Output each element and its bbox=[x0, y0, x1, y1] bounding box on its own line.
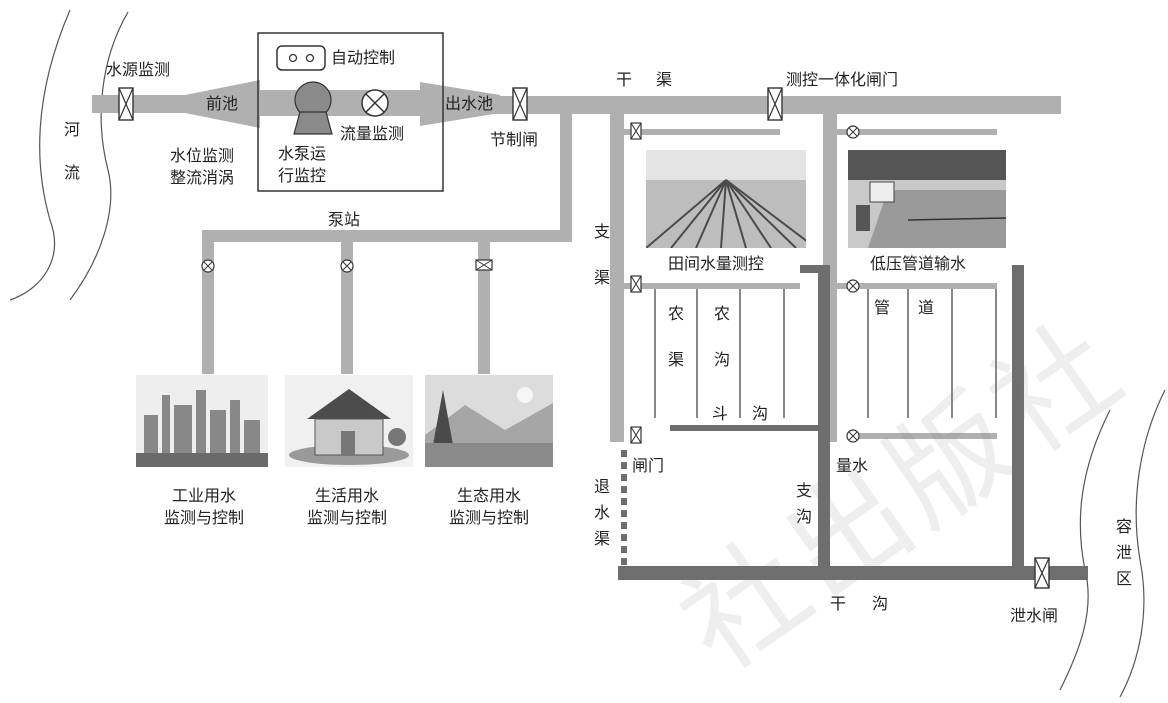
main-ditch-label-2: 沟 bbox=[872, 594, 889, 613]
gate-label: 闸门 bbox=[632, 456, 665, 475]
pipe-label-2: 道 bbox=[918, 298, 935, 317]
intake-channel bbox=[92, 95, 190, 113]
farm-canal-label-2: 渠 bbox=[668, 350, 685, 369]
valve-mid-right bbox=[846, 279, 860, 293]
branch-ditch-horizontal-top bbox=[800, 265, 828, 273]
lateral-pipe-bottom-right bbox=[857, 433, 997, 439]
domestic-valve-icon bbox=[340, 259, 354, 273]
retention-area-label: 容泄区 bbox=[1113, 518, 1132, 596]
integrated-gate-icon bbox=[767, 87, 783, 121]
flow-monitor-label: 流量监测 bbox=[340, 124, 405, 143]
pump-station-box bbox=[257, 32, 444, 192]
domestic-label-1: 生活用水 bbox=[314, 486, 379, 505]
river-bank-right-outer bbox=[1119, 389, 1166, 697]
branch-gate-top-left bbox=[630, 122, 642, 140]
return-canal-label: 退水渠 bbox=[591, 478, 610, 556]
branch-ditch-label: 支沟 bbox=[793, 482, 812, 534]
measure-water-label: 量水 bbox=[836, 456, 869, 475]
drain-gate-icon bbox=[1034, 557, 1050, 589]
branch-canal-label-1: 支 bbox=[594, 222, 611, 241]
farm-ditch-label-2: 沟 bbox=[714, 350, 731, 369]
outlet-pool-label: 出水池 bbox=[445, 94, 494, 113]
domestic-photo bbox=[285, 375, 413, 467]
ecological-label-1: 生态用水 bbox=[456, 486, 521, 505]
branch-canal-label-2: 渠 bbox=[594, 268, 611, 287]
distribution-pipe-vertical bbox=[560, 112, 572, 240]
ecological-pipe bbox=[478, 236, 490, 374]
pipe-feed-right bbox=[837, 283, 997, 289]
field-top-outlet-2 bbox=[837, 129, 997, 135]
farm-canal-label-1: 农 bbox=[668, 304, 685, 323]
low-pressure-pipe-photo bbox=[848, 150, 1006, 248]
valve-lower-right bbox=[846, 429, 860, 443]
river-label-1: 河 bbox=[64, 120, 81, 139]
forebay-label: 前池 bbox=[206, 94, 239, 113]
field-crop-photo bbox=[646, 150, 806, 248]
pump-icon bbox=[293, 81, 333, 135]
outlet-taper bbox=[420, 82, 500, 126]
industrial-pipe bbox=[202, 236, 214, 374]
industrial-label-1: 工业用水 bbox=[171, 486, 236, 505]
field-measure-label: 田间水量测控 bbox=[668, 254, 765, 273]
river-bank-left-inner bbox=[69, 11, 129, 301]
main-ditch bbox=[618, 566, 1088, 580]
field-top-outlet-1 bbox=[624, 129, 780, 135]
lateral-ditch-label-1: 斗 bbox=[712, 404, 729, 423]
regulating-gate-icon bbox=[512, 87, 528, 121]
pump-monitor-label-2: 行监控 bbox=[278, 166, 327, 185]
integrated-gate-label: 测控一体化闸门 bbox=[786, 70, 899, 89]
river-bank-left-outer bbox=[9, 9, 71, 301]
water-source-monitor-label: 水源监测 bbox=[106, 60, 171, 79]
branch-ditch-vertical bbox=[818, 265, 830, 577]
domestic-pipe bbox=[341, 236, 353, 374]
flow-straighten-label: 整流消涡 bbox=[170, 168, 235, 187]
ecological-label-2: 监测与控制 bbox=[448, 508, 529, 527]
regulating-gate-label: 节制闸 bbox=[490, 130, 539, 149]
industrial-label-2: 监测与控制 bbox=[163, 508, 244, 527]
distribution-pipe-horizontal bbox=[202, 230, 572, 242]
pump-station-label: 泵站 bbox=[328, 210, 361, 229]
lateral-ditch-label-2: 沟 bbox=[752, 404, 769, 423]
auto-control-label: 自动控制 bbox=[331, 48, 396, 67]
ecological-photo bbox=[425, 375, 553, 467]
pump-monitor-label-1: 水泵运 bbox=[278, 144, 327, 163]
flow-meter-icon bbox=[361, 89, 389, 117]
forebay-taper bbox=[185, 80, 260, 128]
pump-station-channel bbox=[255, 90, 435, 116]
main-ditch-label-1: 干 bbox=[830, 594, 847, 613]
drain-gate-label: 泄水闸 bbox=[1010, 606, 1059, 625]
ecological-gate-icon bbox=[475, 259, 493, 271]
industrial-photo bbox=[136, 375, 268, 467]
water-source-gate-icon bbox=[118, 87, 134, 121]
river-label-2: 流 bbox=[64, 163, 81, 182]
main-canal-label-1: 干 bbox=[616, 70, 633, 89]
industrial-valve-icon bbox=[201, 259, 215, 273]
auto-control-icon bbox=[276, 45, 326, 71]
water-level-monitor-label: 水位监测 bbox=[170, 146, 235, 165]
farm-ditch-label-1: 农 bbox=[714, 304, 731, 323]
domestic-label-2: 监测与控制 bbox=[306, 508, 387, 527]
branch-ditch-right-vertical bbox=[1012, 265, 1024, 577]
farm-canal-feed-left bbox=[624, 283, 800, 289]
main-canal-label-2: 渠 bbox=[656, 70, 673, 89]
farm-gate-left bbox=[630, 275, 642, 293]
valve-top-right bbox=[846, 125, 860, 139]
gate-lower-left bbox=[630, 426, 642, 444]
low-pressure-pipe-label: 低压管道输水 bbox=[870, 254, 967, 273]
pipe-label-1: 管 bbox=[874, 298, 891, 317]
lateral-ditch-bottom-left bbox=[670, 425, 820, 431]
branch-canal-left bbox=[610, 112, 624, 442]
